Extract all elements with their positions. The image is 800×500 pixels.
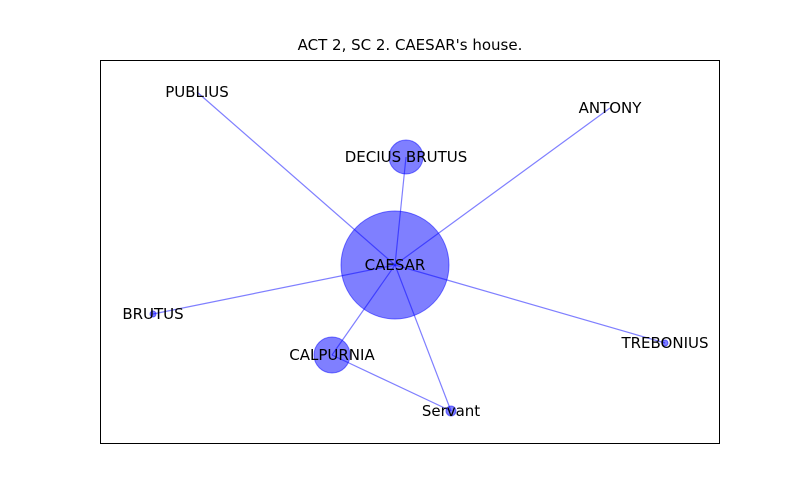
node-trebonius	[661, 339, 669, 347]
node-calpurnia	[313, 336, 351, 374]
chart-title: ACT 2, SC 2. CAESAR's house.	[297, 36, 523, 54]
node-brutus	[149, 310, 157, 318]
node-label-caesar: CAESAR	[365, 256, 426, 274]
node-label-trebonius: TREBONIUS	[620, 334, 708, 352]
node-caesar	[340, 210, 450, 320]
node-servant	[445, 405, 457, 417]
node-label-antony: ANTONY	[579, 99, 643, 117]
node-label-decius-brutus: DECIUS BRUTUS	[345, 148, 468, 166]
node-layer	[149, 139, 669, 417]
node-label-calpurnia: CALPURNIA	[289, 346, 375, 364]
node-label-publius: PUBLIUS	[165, 83, 229, 101]
plot-frame	[100, 60, 720, 444]
edge-calpurnia-servant	[331, 354, 452, 412]
node-label-brutus: BRUTUS	[122, 305, 183, 323]
node-decius-brutus	[388, 139, 424, 175]
label-layer: CAESAR DECIUS BRUTUS PUBLIUS ANTONY BRUTUS CA…	[122, 83, 708, 420]
node-label-servant: Servant	[422, 402, 480, 420]
